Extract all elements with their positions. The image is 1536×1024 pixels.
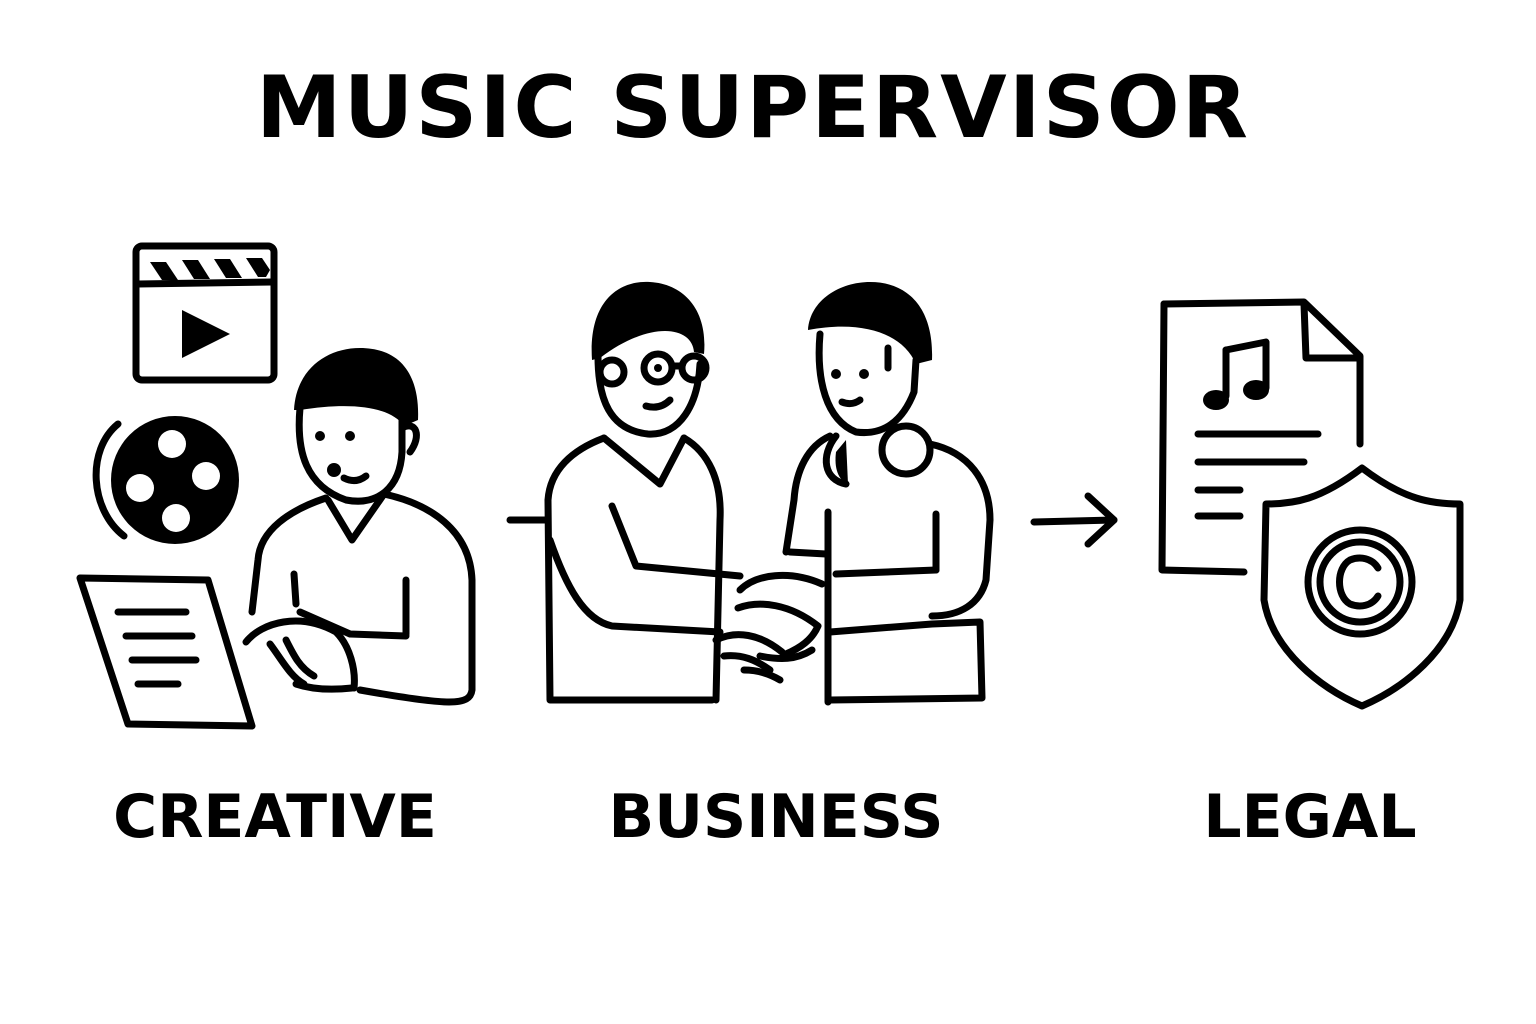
film-reel-icon	[92, 416, 239, 544]
person-with-glasses-icon	[544, 281, 744, 704]
handshake-icon	[712, 571, 826, 684]
script-page-icon	[76, 574, 256, 730]
person-icon	[242, 348, 476, 706]
section-label-creative: CREATIVE	[113, 782, 437, 852]
arrow-right-icon	[1030, 492, 1118, 548]
clapperboard-icon	[132, 242, 278, 384]
section-label-business: BUSINESS	[608, 782, 944, 852]
section-label-legal: LEGAL	[1203, 782, 1417, 852]
music-document-icon	[1158, 298, 1364, 576]
page-title: MUSIC SUPERVISOR	[256, 58, 1250, 158]
copyright-shield-icon	[1260, 464, 1464, 710]
person-with-headphones-icon	[782, 282, 994, 706]
